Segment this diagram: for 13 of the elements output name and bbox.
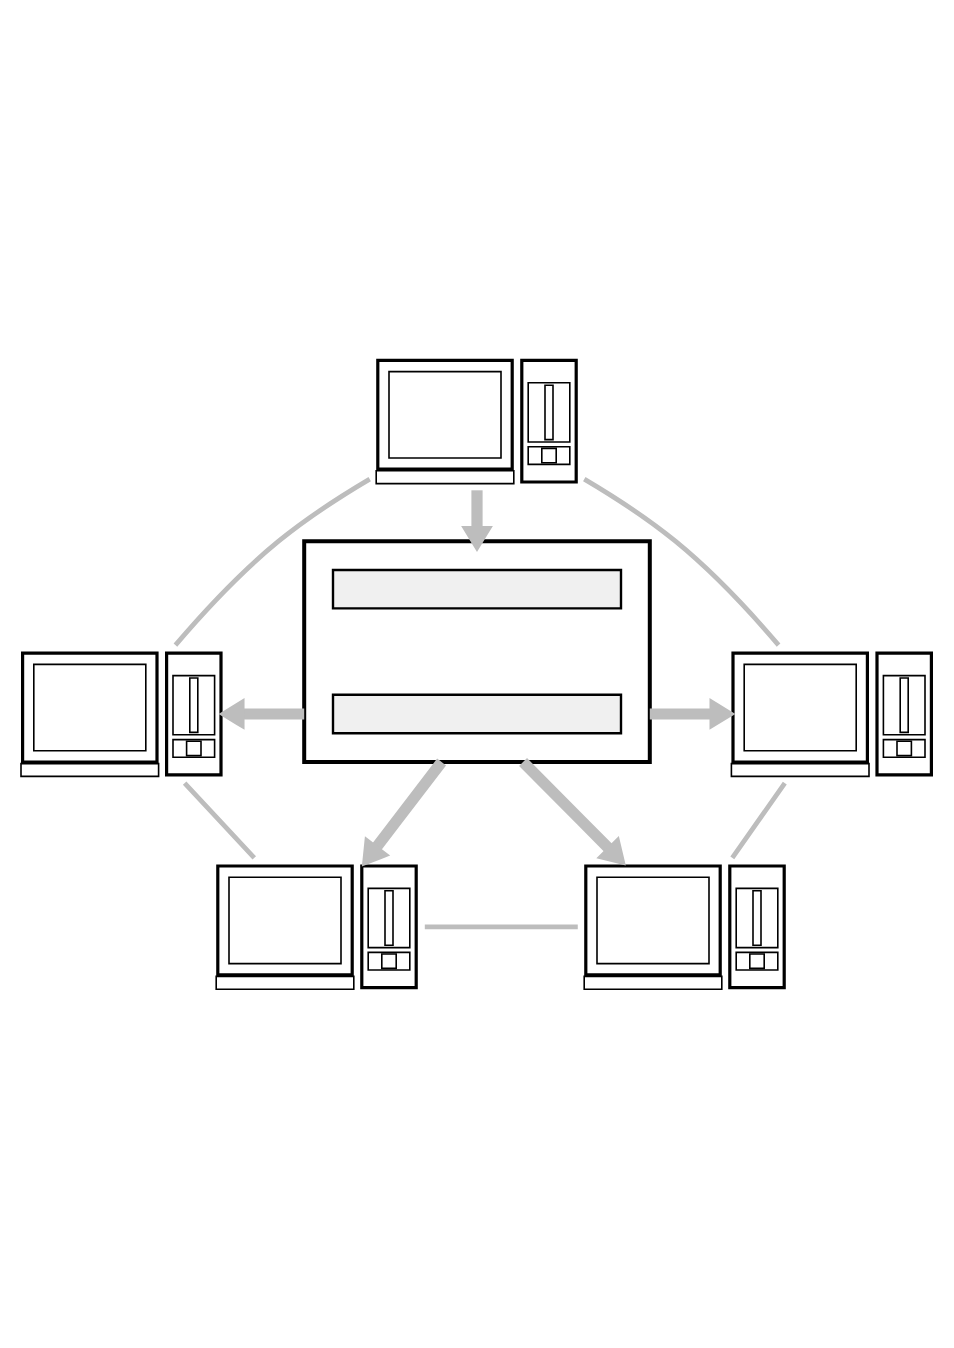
node-bar bbox=[331, 568, 623, 610]
connector bbox=[173, 477, 371, 647]
connector bbox=[182, 781, 257, 860]
arrow bbox=[649, 698, 736, 730]
arrow bbox=[461, 490, 493, 552]
connector bbox=[730, 781, 787, 860]
node-bar bbox=[331, 693, 623, 735]
connector bbox=[583, 477, 781, 647]
arrow bbox=[218, 698, 305, 730]
cluster bbox=[302, 539, 652, 764]
arrow bbox=[361, 758, 447, 867]
connector bbox=[424, 924, 578, 930]
arrow bbox=[519, 758, 626, 866]
